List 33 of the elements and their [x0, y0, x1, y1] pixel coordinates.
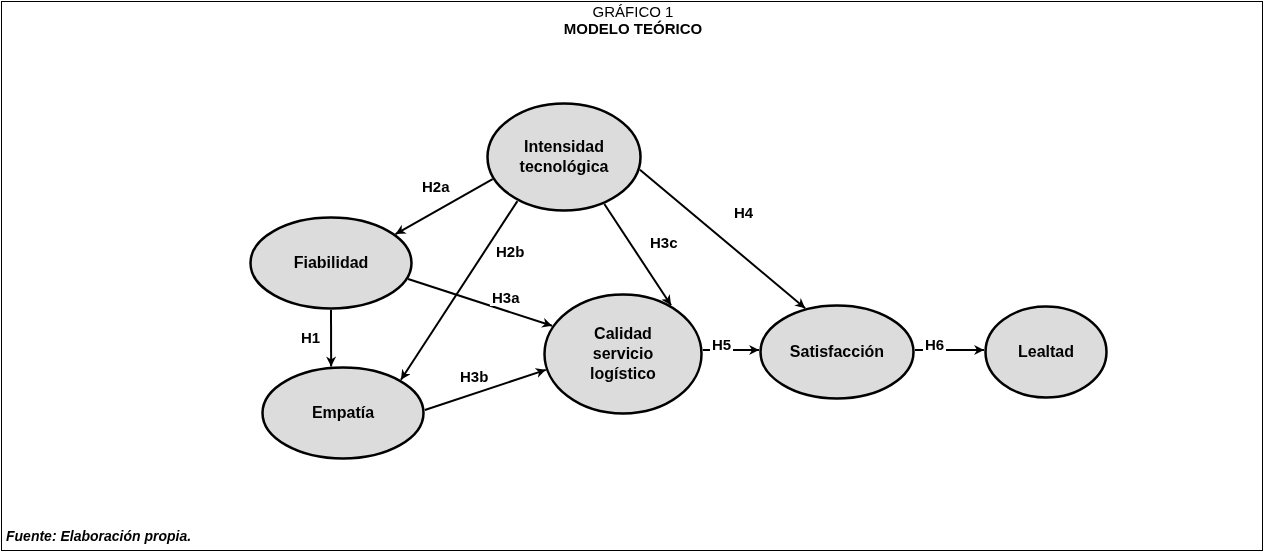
hypothesis-label: H3c — [648, 235, 680, 251]
arrow — [701, 345, 761, 355]
arrow — [399, 200, 519, 381]
construct-label: Intensidad tecnológica — [518, 137, 610, 177]
construct-label: Fiabilidad — [293, 253, 369, 273]
hypothesis-label: H2a — [420, 179, 452, 195]
arrow — [326, 309, 337, 368]
hypothesis-label: H2b — [494, 244, 527, 260]
construct-label: Satisfacción — [789, 342, 885, 362]
arrow — [394, 178, 494, 235]
arrow — [913, 345, 986, 355]
hypothesis-label: H3b — [458, 369, 491, 385]
arrow — [407, 278, 554, 328]
hypothesis-label: H3a — [490, 290, 522, 306]
construct-ellipse — [261, 366, 425, 460]
construct-ellipse — [984, 305, 1108, 399]
construct-ellipse — [249, 216, 413, 310]
figure-title: MODELO TEÓRICO — [562, 20, 704, 37]
arrow — [423, 368, 547, 411]
arrow — [638, 168, 807, 310]
arrow — [603, 203, 672, 307]
figure-number: GRÁFICO 1 — [591, 3, 675, 20]
source-caption: Fuente: Elaboración propia. — [6, 528, 192, 544]
construct-label: Empatía — [311, 403, 375, 423]
hypothesis-label: H4 — [732, 205, 756, 221]
construct-label: Calidad servicio logístico — [589, 324, 657, 384]
construct-ellipse — [486, 102, 642, 212]
hypothesis-label: H5 — [710, 337, 734, 353]
construct-ellipse — [543, 293, 703, 415]
hypothesis-label: H6 — [923, 337, 947, 353]
construct-ellipse — [759, 304, 915, 400]
hypothesis-label: H1 — [299, 330, 323, 346]
construct-label: Lealtad — [1018, 342, 1074, 362]
